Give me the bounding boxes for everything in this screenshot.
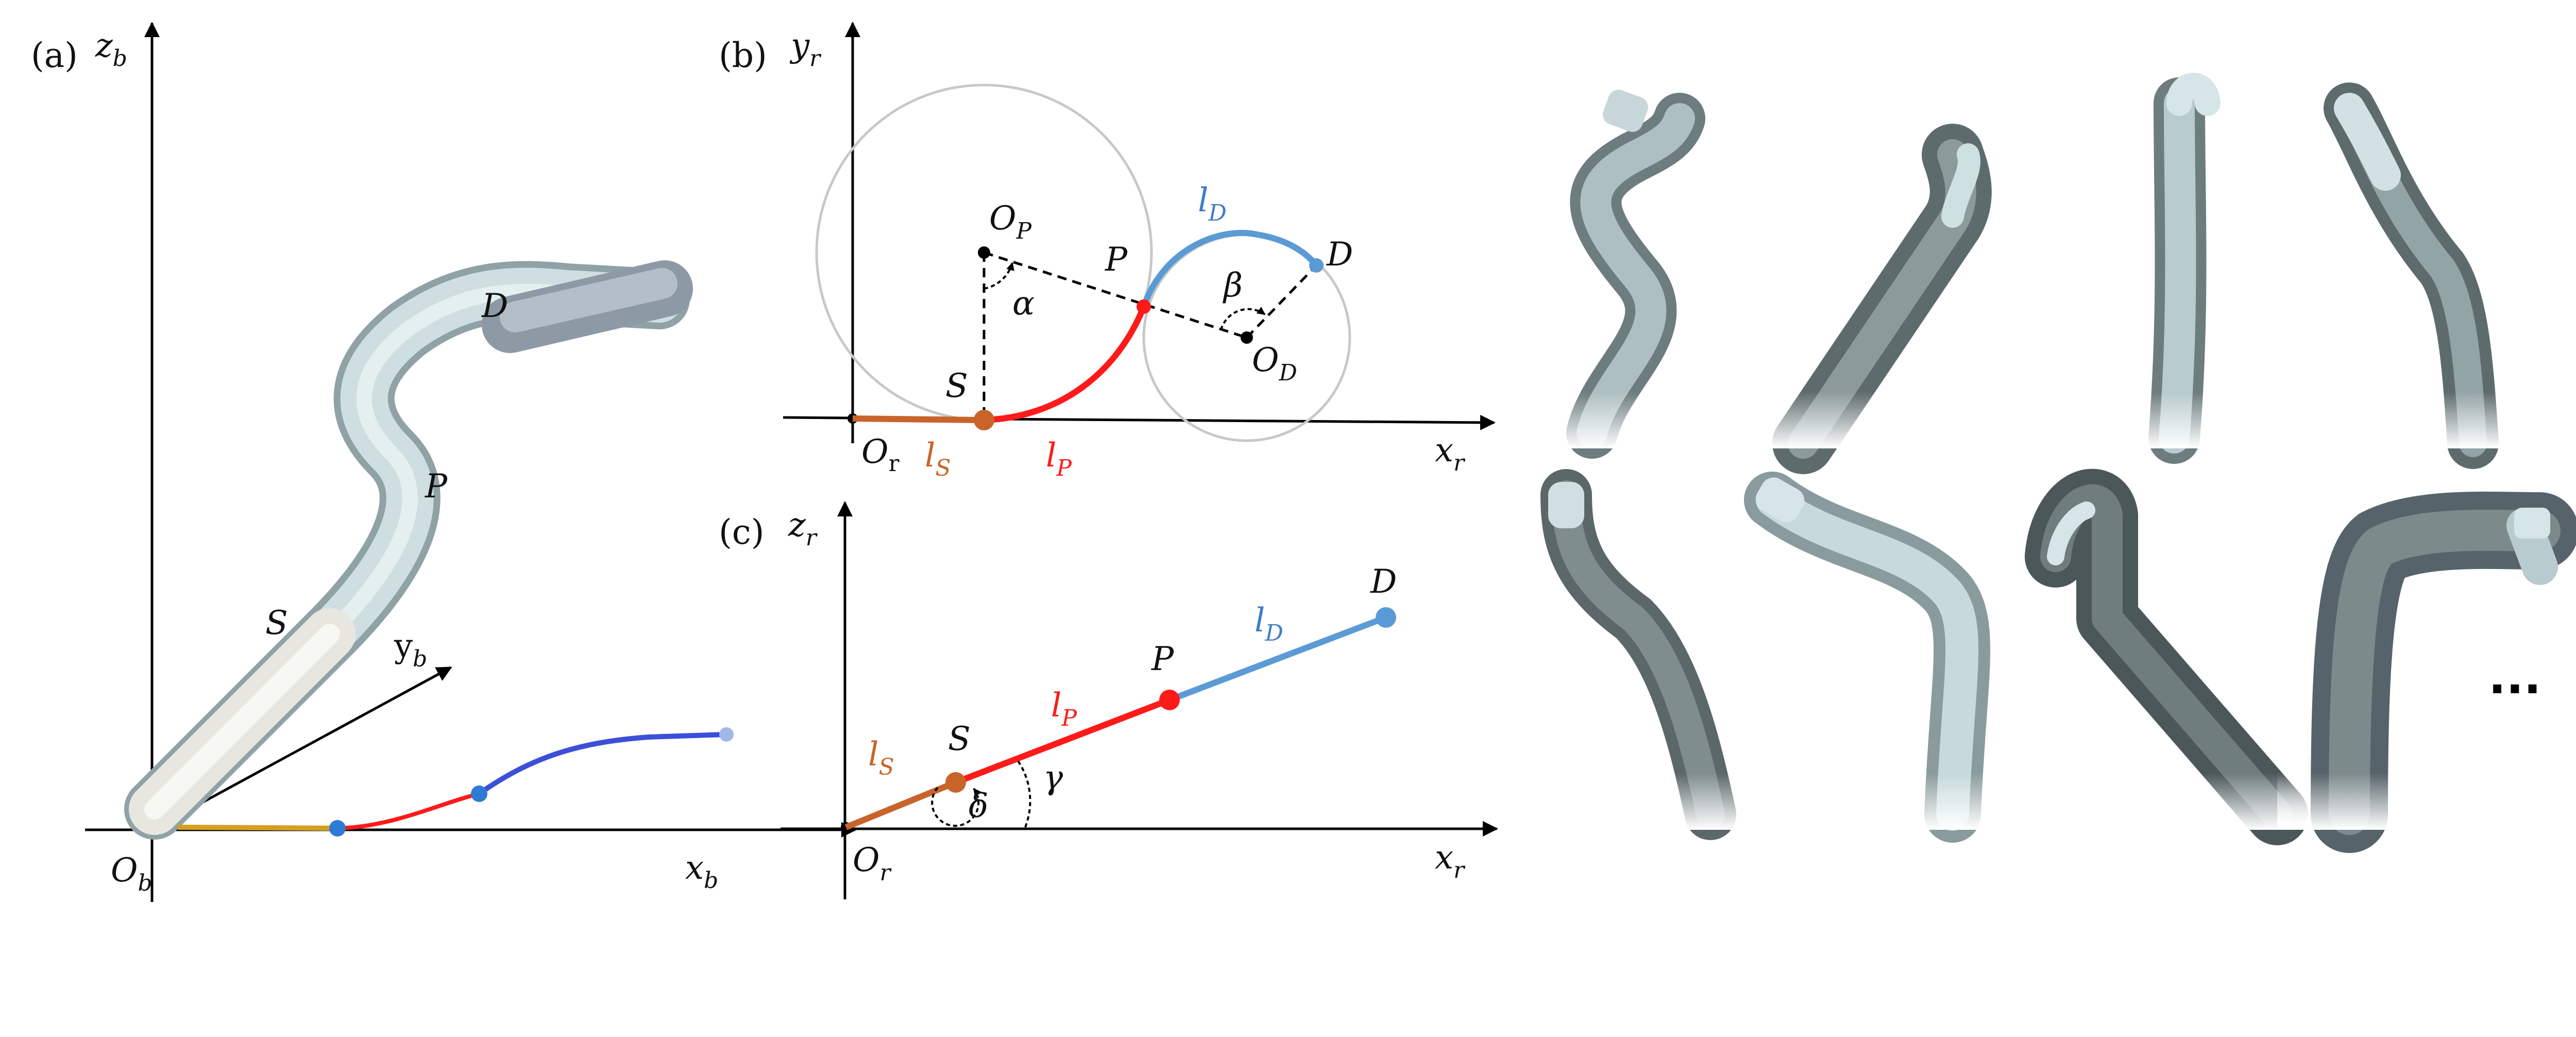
pose-1 [1535,90,1705,459]
gallery-ellipsis: ... [2488,650,2541,705]
origin-label: Ob [111,851,152,896]
label-d-c: D [1370,563,1397,601]
point-s-b [974,410,994,430]
label-s: S [265,604,288,642]
label-s-c: S [948,720,971,758]
x-axis-c-label: xr [1435,839,1466,883]
point-p-c [1159,690,1180,710]
x-axis-b-label: xr [1435,431,1466,476]
segment-ls-b [852,415,985,423]
point-s-c [945,772,966,793]
lp-label-b: lP [1046,437,1072,481]
segment-lp-c [954,697,1171,785]
proj-distal-segment [478,732,727,796]
alpha-label: α [1012,285,1035,323]
label-p: P [425,467,448,506]
pose-4 [2318,82,2524,469]
pose-3 [2123,73,2246,464]
label-d-b: D [1326,236,1353,274]
beta-label: β [1223,266,1243,305]
point-d-c [1376,607,1396,628]
pose-6 [1744,472,2025,843]
z-axis-label: zb [95,27,127,72]
gamma-arc [1016,759,1031,828]
label-s-b: S [945,367,968,405]
center-od-dot [1241,331,1253,344]
ls-label-b: lS [925,437,951,481]
panel-c: (c) zr xr Or S P D δ γ lS lP lD [719,501,1498,899]
point-p-b [1137,299,1151,314]
proj-straight-segment [177,825,338,831]
center-op-dot [978,246,990,259]
alpha-arc [984,262,1014,290]
proj-point-p [471,785,487,802]
lp-label-c: lP [1051,687,1077,731]
panel-c-tag: (c) [719,512,764,552]
gamma-label: γ [1043,759,1063,797]
origin-b-label: Or [861,433,900,477]
segment-ls-c [844,779,957,830]
pose-8 [2277,491,2576,853]
panel-b-tag: (b) [719,36,767,75]
delta-label: δ [969,787,989,825]
proj-proximal-segment [337,792,480,830]
y-axis-b-label: yr [789,27,822,72]
pose-2 [1752,124,2009,474]
pose-5 [1535,469,1752,840]
segment-lp-b [984,305,1147,423]
x-axis-label: xb [685,849,718,894]
point-d-b [1309,258,1324,273]
center-op-label: OP [989,199,1032,244]
label-d: D [481,287,508,325]
panel-a: (a) zb xb Ob yb D P S [31,22,857,902]
delta-arc [931,787,982,827]
robot-tube [124,260,693,840]
proj-point-d [719,727,734,742]
panel-a-tag: (a) [31,36,78,75]
pose-gallery: ... [1535,73,2576,853]
center-od-label: OD [1252,341,1297,386]
ls-label-c: lS [868,735,894,780]
segment-ld-b [1141,230,1319,308]
ld-label-c: lD [1255,601,1283,646]
proj-point-s [329,820,346,837]
segment-ld-c [1168,614,1387,703]
origin-c-label: Or [853,841,892,886]
z-axis-c-label: zr [788,506,818,551]
label-p-b: P [1105,241,1128,279]
y-axis-label: yb [394,627,427,672]
radius-d [1246,264,1317,339]
label-p-c: P [1151,640,1174,678]
pose-7 [2025,469,2308,845]
beta-arc [1220,307,1266,330]
panel-b: (b) yr xr Or OP OD P D S α β lS lP [719,22,1496,481]
ld-label-b: lD [1198,181,1227,226]
